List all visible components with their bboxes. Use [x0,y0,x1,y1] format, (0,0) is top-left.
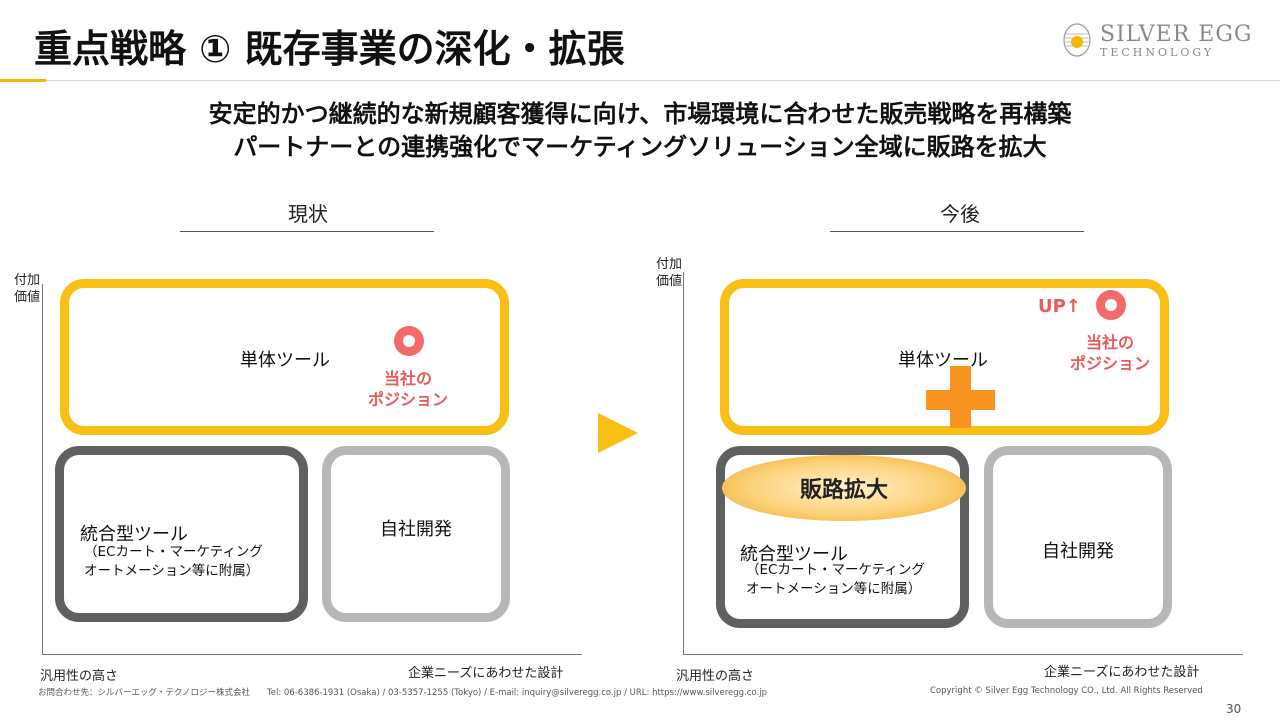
future-in-house-label: 自社開発 [1042,541,1114,562]
future-position-marker [1096,290,1126,320]
transition-arrow-icon [598,413,638,453]
footer-contact: お問合わせ先：シルバーエッグ・テクノロジー株式会社 Tel: 06-6386-1… [38,688,767,698]
channel-expansion-badge: 販路拡大 [722,455,966,521]
current-in-house-label: 自社開発 [380,519,452,540]
current-position-marker [394,326,424,356]
future-in-house-box [984,446,1172,628]
future-x-axis-right-label: 企業ニーズにあわせた設計 [1044,665,1200,680]
current-y-axis [42,284,43,654]
egg-logo-icon [1063,23,1091,57]
subtitle-line-1: 安定的かつ継続的な新規顧客獲得に向け、市場環境に合わせた販売戦略を再構築 [208,100,1072,128]
future-x-axis-left-label: 汎用性の高さ [676,669,755,684]
title-divider [0,80,1280,81]
current-single-tool-label: 単体ツール [240,350,330,371]
page-number: 30 [1226,702,1242,716]
current-x-axis [42,654,582,655]
future-integrated-tool-box [716,446,969,628]
current-integrated-tool-box [55,446,308,622]
future-section-label: 今後 [940,202,980,226]
logo-text-primary: SILVER EGG [1100,22,1253,47]
future-integrated-tool-label: 統合型ツール [740,544,848,565]
current-section-label: 現状 [288,202,328,226]
channel-expansion-label: 販路拡大 [799,478,888,503]
page-title: 重点戦略 ① 既存事業の深化・拡張 [34,27,625,71]
current-single-tool-box [60,279,509,435]
footer-copyright: Copyright © Silver Egg Technology CO., L… [930,686,1203,696]
plus-icon-vertical [950,366,971,428]
current-integrated-tool-label: 統合型ツール [80,524,188,545]
logo-text-secondary: TECHNOLOGY [1100,46,1215,59]
future-single-tool-box [720,279,1169,435]
current-in-house-box [322,446,510,622]
future-x-axis [683,654,1243,655]
current-section-rule [180,231,434,232]
future-integrated-tool-note: （ECカート・マーケティング オートメーション等に附属） [746,562,925,597]
future-single-tool-label: 単体ツール [898,350,988,371]
future-y-axis [683,272,684,654]
current-y-axis-label: 付加 価値 [14,273,41,305]
title-accent-bar [0,79,46,82]
future-y-axis-label: 付加 価値 [656,257,683,289]
current-position-label: 当社の ポジション [367,369,448,409]
future-position-label: 当社の ポジション [1069,333,1150,373]
up-label: UP↑ [1038,296,1081,317]
current-x-axis-left-label: 汎用性の高さ [40,669,119,684]
subtitle-line-2: パートナーとの連携強化でマーケティングソリューション全域に販路を拡大 [233,133,1047,161]
current-integrated-tool-note: （ECカート・マーケティング オートメーション等に附属） [84,544,263,579]
company-logo: SILVER EGG TECHNOLOGY [1062,22,1252,62]
future-section-rule [830,231,1084,232]
current-x-axis-right-label: 企業ニーズにあわせた設計 [408,666,564,681]
